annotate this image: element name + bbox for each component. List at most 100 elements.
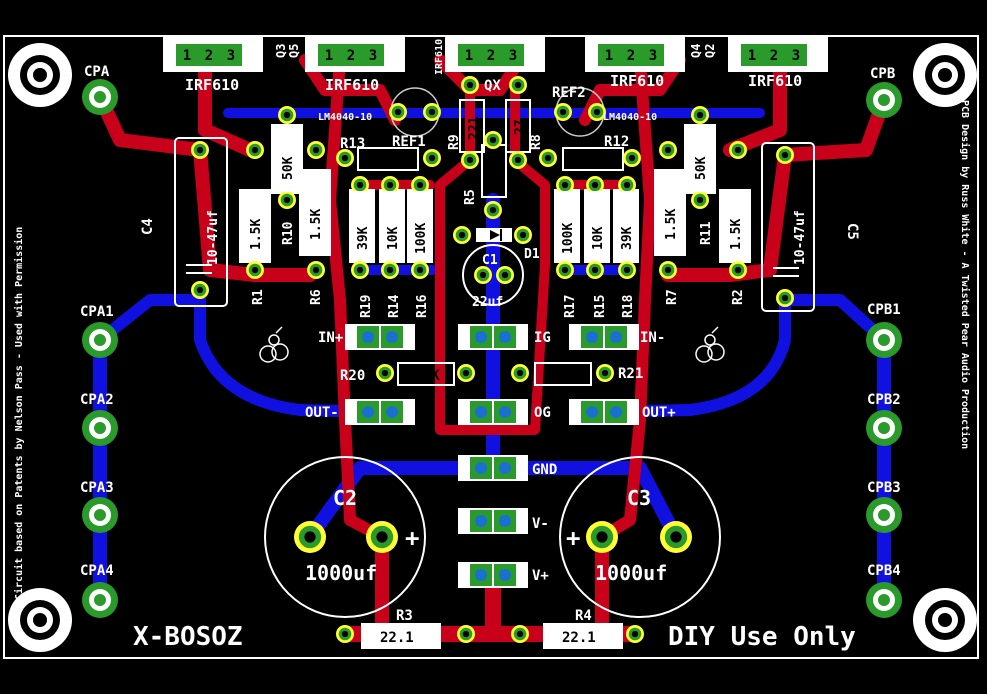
label-r4: R4: [575, 608, 592, 624]
label-ig: IG: [534, 330, 551, 346]
label-r14: R14: [387, 294, 402, 318]
pad-21-hole: [623, 266, 631, 274]
credit-right: PCB Design by Russ White - A Twisted Pea…: [959, 100, 971, 449]
header-ig: [458, 324, 528, 350]
svg-text:1: 1: [183, 48, 191, 64]
svg-text:3: 3: [369, 48, 377, 64]
svg-text:2: 2: [205, 48, 213, 64]
label-cpb3: CPB3: [867, 480, 901, 496]
label-cpa3: CPA3: [80, 480, 114, 496]
svg-text:3: 3: [227, 48, 235, 64]
pad-13-hole: [386, 266, 394, 274]
value-r2: 1.5K: [729, 219, 744, 250]
value-c5: 10-47uf: [793, 210, 808, 265]
pad-9-hole: [312, 266, 320, 274]
pad-cpb3-hole: [878, 509, 890, 521]
label-c3: C3: [627, 486, 651, 510]
value-r8: 27: [513, 119, 528, 135]
pad-12-hole: [386, 181, 394, 189]
mounting-hole-bl: [8, 588, 72, 652]
label-r9: R9: [447, 134, 462, 150]
value-r3: 22.1: [380, 630, 414, 646]
label-v-plus: V+: [532, 568, 549, 584]
header-og-pin1-hole: [475, 406, 487, 418]
label-r8: R8: [529, 134, 544, 150]
label-r6: R6: [309, 289, 324, 305]
value-r16: 100K: [414, 223, 429, 254]
mounting-hole-tl: [8, 43, 72, 107]
credit-left: Circuit based on Patents by Nelson Pass …: [13, 227, 25, 600]
header-out-plus-pin2-hole: [610, 406, 622, 418]
pad-c3-pos-hole: [596, 531, 608, 543]
pad-33-hole: [466, 156, 474, 164]
label-c4: C4: [140, 218, 156, 235]
pad-36-hole: [489, 136, 497, 144]
label-r10: R10: [281, 221, 296, 245]
pear-logo-right: [695, 326, 725, 363]
pad-42-hole: [394, 108, 402, 116]
pad-cpa1-hole: [94, 334, 106, 346]
label-r20: R20: [340, 368, 365, 384]
value-r15: 10K: [591, 226, 606, 250]
pad-1-hole: [196, 286, 204, 294]
pad-16-hole: [561, 181, 569, 189]
value-r18: 39K: [620, 226, 635, 250]
label-cpa1: CPA1: [80, 304, 114, 320]
label-cpa4: CPA4: [80, 563, 114, 579]
header-in-minus-pin1-hole: [586, 331, 598, 343]
pad-34-hole: [514, 81, 522, 89]
pad-24-hole: [696, 111, 704, 119]
pad-35-hole: [514, 156, 522, 164]
label-r17: R17: [563, 295, 578, 318]
mounting-holes: [8, 43, 977, 652]
pad-19-hole: [591, 266, 599, 274]
pad-5-hole: [251, 266, 259, 274]
pad-8-hole: [312, 146, 320, 154]
value-r6: 1.5K: [309, 209, 324, 240]
header-in-plus-pin1-hole: [362, 331, 374, 343]
label-cpb4: CPB4: [867, 563, 901, 579]
label-in-minus: IN-: [640, 330, 665, 346]
pad-25-hole: [696, 196, 704, 204]
value-r14: 10K: [386, 226, 401, 250]
pad-4-hole: [251, 146, 259, 154]
label-cpa2: CPA2: [80, 392, 114, 408]
header-in-minus: [569, 324, 639, 350]
header-out-plus-pin1-hole: [586, 406, 598, 418]
label-r5: R5: [463, 189, 478, 205]
label-cpb1: CPB1: [867, 302, 901, 318]
label-r1: R1: [251, 289, 266, 305]
pad-cpb4-hole: [878, 594, 890, 606]
pad-50-hole: [341, 630, 349, 638]
label-og: OG: [534, 405, 551, 421]
value-r1: 1.5K: [249, 219, 264, 250]
label-d1: D1: [524, 247, 540, 262]
pad-cpa2-hole: [94, 422, 106, 434]
pad-c3-neg-hole: [670, 531, 682, 543]
value-r7: 1.5K: [664, 209, 679, 240]
header-gnd-pin1-hole: [475, 462, 487, 474]
plus-c3: +: [566, 524, 580, 552]
label-v-minus: V-: [532, 516, 549, 532]
header-v-minus-pin1-hole: [475, 515, 487, 527]
svg-text:3: 3: [509, 48, 517, 64]
pad-40-hole: [516, 369, 524, 377]
label-r15: R15: [593, 295, 608, 318]
pad-cpa3-hole: [94, 509, 106, 521]
label-r12: R12: [604, 134, 629, 150]
pad-48-hole: [479, 271, 487, 279]
pad-43-hole: [428, 108, 436, 116]
pad-28-hole: [341, 154, 349, 162]
value-c3: 1000uf: [595, 561, 667, 585]
pad-44-hole: [559, 108, 567, 116]
header-out-minus: [345, 399, 415, 425]
pad-53-hole: [631, 630, 639, 638]
header-out-minus-pin1-hole: [362, 406, 374, 418]
header-ig-pin1-hole: [475, 331, 487, 343]
mounting-hole-br: [913, 588, 977, 652]
value-r20: 100K: [406, 368, 440, 384]
value-r10: 50K: [281, 156, 296, 180]
pad-15-hole: [416, 266, 424, 274]
capacitor-symbols: [186, 228, 799, 277]
pad-0-hole: [196, 146, 204, 154]
